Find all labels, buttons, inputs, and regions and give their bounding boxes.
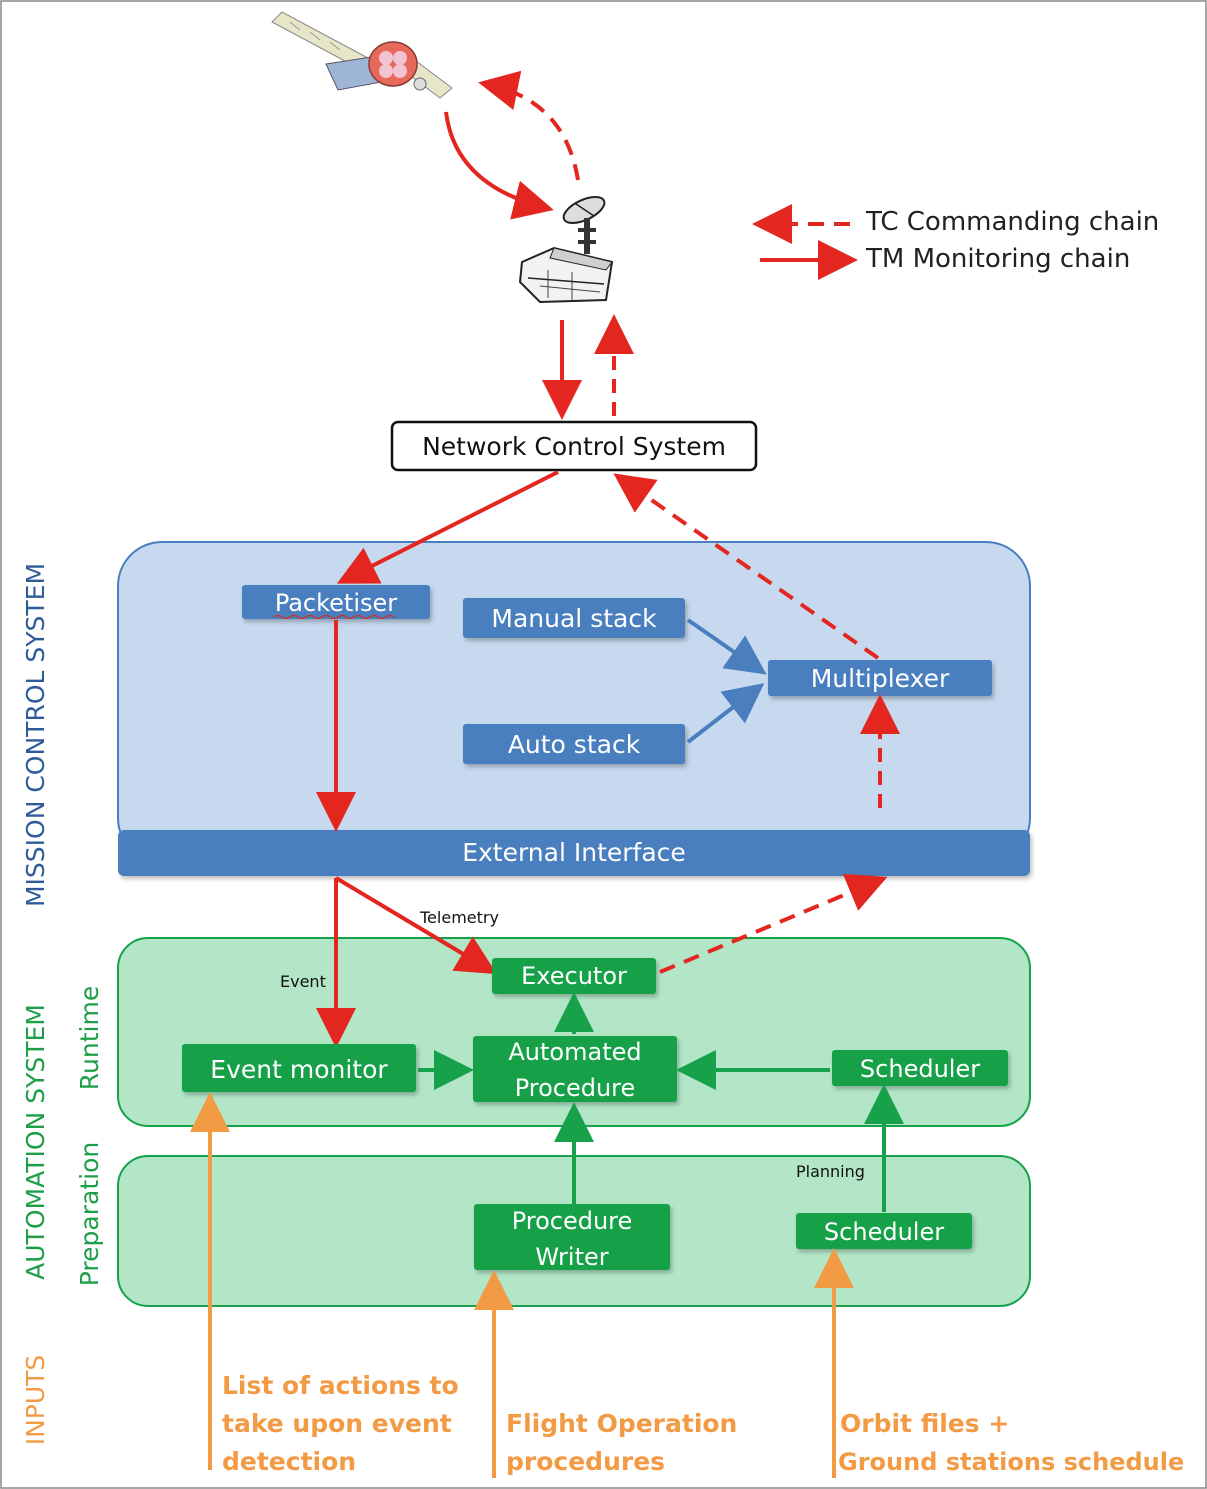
- legend: TC Commanding chain TM Monitoring chain: [752, 204, 1159, 280]
- legend-tm-label: TM Monitoring chain: [865, 244, 1130, 274]
- procedure-writer-label-line1: Procedure: [512, 1207, 633, 1235]
- external-interface-bar: [118, 830, 1030, 876]
- legend-tc-label: TC Commanding chain: [865, 207, 1159, 237]
- executor-label: Executor: [521, 962, 627, 990]
- multiplexer-box: Multiplexer: [768, 660, 992, 696]
- event-actions-text-line1: List of actions to: [222, 1371, 459, 1400]
- auto-stack-to-multiplexer-arrow: [686, 683, 765, 744]
- ground-station-icon: [518, 196, 614, 304]
- manual-stack-to-multiplexer-arrow: [686, 618, 767, 675]
- event-actions-text-line2: take upon event: [222, 1409, 452, 1438]
- auto-stack-box: Auto stack: [463, 724, 685, 764]
- packetiser-label: Packetiser: [275, 589, 397, 617]
- spellcheck-underline: [273, 614, 395, 620]
- scheduler-prep-box: Scheduler: [796, 1213, 972, 1249]
- tc-multiplexer-to-ncs-arrow: [613, 473, 880, 660]
- flight-ops-text-line1: Flight Operation: [506, 1409, 737, 1438]
- flight-ops-text-line2: procedures: [506, 1447, 665, 1476]
- satellite-icon: [271, 11, 453, 99]
- preparation-side-label: Preparation: [75, 1142, 104, 1286]
- automated-procedure-label-line1: Automated: [508, 1038, 641, 1066]
- manual-stack-label: Manual stack: [491, 604, 657, 633]
- planning-label: Planning: [796, 1162, 865, 1181]
- scheduler-runtime-box: Scheduler: [832, 1050, 1008, 1086]
- manual-stack-box: Manual stack: [463, 598, 685, 638]
- mission-control-side-label: MISSION CONTROL SYSTEM: [21, 563, 50, 907]
- tm-telemetry-arrow: [334, 876, 497, 975]
- event-monitor-box: Event monitor: [182, 1044, 416, 1092]
- runtime-side-label: Runtime: [75, 986, 104, 1090]
- tm-downlink-arrow: [444, 111, 554, 220]
- event-actions-text-line3: detection: [222, 1447, 356, 1476]
- tc-uplink-arrow: [478, 70, 580, 181]
- procedure-writer-label-line2: Writer: [535, 1243, 608, 1271]
- network-control-system-label: Network Control System: [422, 432, 726, 461]
- multiplexer-label: Multiplexer: [811, 664, 950, 693]
- orbit-files-text-line2: Ground stations schedule: [838, 1448, 1184, 1476]
- packetiser-box: Packetiser: [242, 585, 430, 620]
- automated-procedure-box: Automated Procedure: [473, 1036, 677, 1102]
- tc-executor-to-interface-arrow: [659, 873, 888, 974]
- event-monitor-label: Event monitor: [210, 1055, 388, 1084]
- scheduler-prep-label: Scheduler: [824, 1218, 944, 1246]
- event-label: Event: [280, 972, 326, 991]
- inputs-side-label: INPUTS: [21, 1355, 50, 1446]
- scheduler-runtime-label: Scheduler: [860, 1055, 980, 1083]
- auto-stack-label: Auto stack: [508, 730, 641, 759]
- executor-box: Executor: [492, 958, 656, 994]
- network-control-system-box: Network Control System: [390, 420, 758, 472]
- external-interface-label: External Interface: [462, 838, 686, 867]
- tm-ncs-to-packetiser-arrow: [336, 470, 559, 584]
- orbit-files-text-line1: Orbit files +: [840, 1409, 1009, 1438]
- procedure-writer-box: Procedure Writer: [474, 1204, 670, 1271]
- automation-side-label: AUTOMATION SYSTEM: [21, 1004, 50, 1280]
- telemetry-label: Telemetry: [419, 908, 499, 927]
- automated-procedure-label-line2: Procedure: [515, 1074, 636, 1102]
